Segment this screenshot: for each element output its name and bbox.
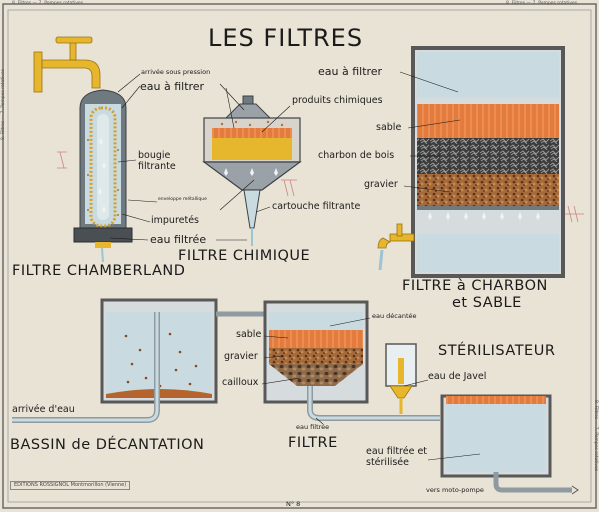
outer-frame	[2, 3, 597, 509]
label-filtered-water-chamberland: eau filtrée	[150, 233, 207, 246]
label-gravel-filter: gravier	[224, 351, 258, 362]
label-pebbles: cailloux	[222, 377, 259, 388]
caption-charcoal-filter-line2: et SABLE	[452, 295, 522, 311]
label-water-to-filter-charcoal: eau à filtrer	[318, 65, 383, 78]
label-metal-casing: enveloppe métallique	[158, 197, 207, 202]
publisher-name: EDITIONS ROSSIGNOL	[14, 482, 70, 488]
charcoal-sand-filter	[377, 46, 565, 278]
settling-basin	[12, 298, 293, 423]
label-pressure: arrivée sous pression	[141, 68, 211, 76]
margin-note-top-right: 8. Filtres — 7. Pompes rotatives	[506, 1, 578, 6]
chemical-filter	[202, 95, 302, 246]
leader-lines	[109, 71, 481, 461]
margin-note-right: 8. Filtres — 7. Pompes rotatives	[593, 400, 598, 472]
label-to-pump: vers moto-pompe	[426, 486, 484, 494]
label-charcoal: charbon de bois	[318, 150, 395, 161]
label-filter-cartridge: cartouche filtrante	[272, 201, 361, 212]
label-water-inlet: arrivée d'eau	[12, 404, 75, 415]
caption-chemical-filter: FILTRE CHIMIQUE	[178, 248, 311, 264]
label-sterilized-water: eau filtrée et stérilisée	[366, 446, 428, 469]
label-decanted-water: eau décantée	[372, 312, 417, 320]
publisher-location: Montmorillon (Vienne)	[70, 482, 127, 488]
pencil-marks	[57, 151, 584, 223]
label-impurities: impuretés	[151, 215, 200, 226]
chamberland-filter	[33, 36, 133, 263]
plate-number: N° 8	[286, 500, 301, 508]
poster-title: LES FILTRES	[208, 24, 364, 52]
caption-charcoal-filter-line1: FILTRE à CHARBON	[402, 278, 548, 294]
margin-note-left: 8. Filtres — 7. Pompes rotatives	[1, 68, 6, 140]
label-sand-charcoal-filter: sable	[376, 122, 402, 133]
label-bleach: eau de Javel	[428, 371, 487, 382]
caption-chamberland: FILTRE CHAMBERLAND	[12, 263, 186, 279]
label-water-to-filter-chamberland: eau à filtrer	[140, 80, 205, 93]
sand-gravel-filter	[263, 300, 440, 421]
inner-frame	[7, 9, 592, 503]
label-gravel-charcoal-filter: gravier	[364, 179, 398, 190]
publisher-stamp: EDITIONS ROSSIGNOL Montmorillon (Vienne)	[10, 481, 131, 490]
label-filtered-water-filter: eau filtrée	[296, 423, 330, 431]
caption-sterilizer: STÉRILISATEUR	[438, 343, 556, 359]
caption-settling-basin: BASSIN de DÉCANTATION	[10, 437, 205, 453]
caption-filter: FILTRE	[288, 435, 338, 451]
margin-note-top-left: 8. Filtres — 7. Pompes rotatives	[12, 1, 84, 6]
label-sand-filter: sable	[236, 329, 262, 340]
label-chemical-products: produits chimiques	[292, 95, 383, 106]
label-filter-candle: bougie filtrante	[138, 150, 176, 173]
